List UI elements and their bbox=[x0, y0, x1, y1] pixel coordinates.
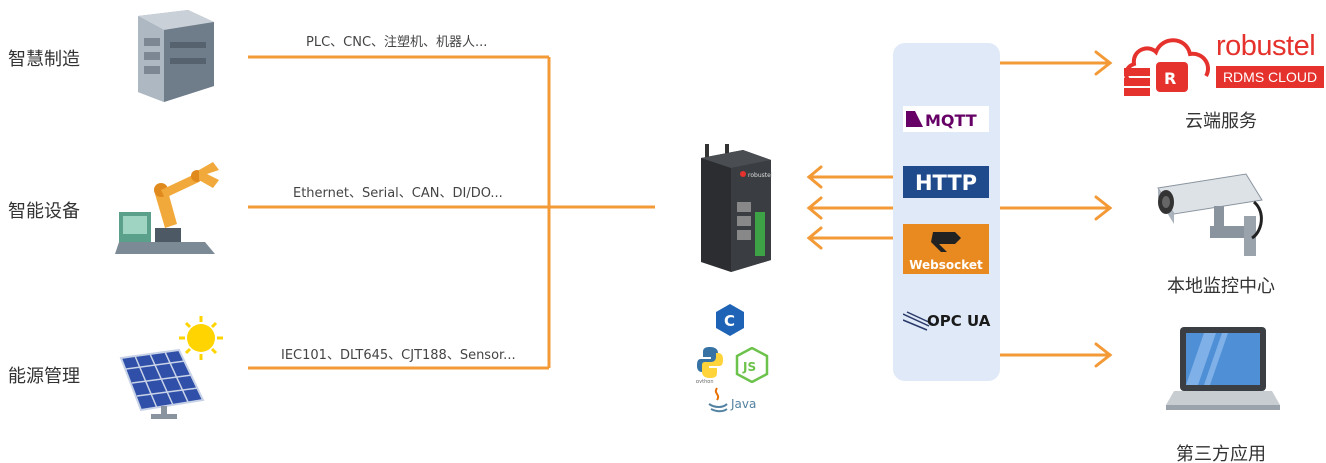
outgoing-arrows bbox=[1000, 50, 1113, 368]
plc-controller-icon bbox=[138, 10, 214, 102]
java-icon: Java bbox=[708, 387, 756, 413]
nodejs-icon: JS bbox=[735, 347, 769, 383]
c-language-text: C bbox=[724, 312, 735, 330]
opcua-logo: OPC UA bbox=[903, 311, 991, 331]
websocket-text: Websocket bbox=[909, 258, 983, 272]
websocket-logo: Websocket bbox=[903, 224, 989, 274]
robot-arm-icon bbox=[115, 162, 219, 254]
laptop-icon bbox=[1166, 327, 1280, 410]
incoming-arrows bbox=[806, 165, 897, 250]
category-label-manufacturing: 智慧制造 bbox=[8, 49, 80, 70]
category-label-devices: 智能设备 bbox=[8, 201, 80, 222]
opcua-text: OPC UA bbox=[927, 312, 991, 330]
python-icon: python bbox=[696, 347, 723, 383]
js-text: JS bbox=[742, 360, 756, 374]
device-brand-text: robustel bbox=[748, 172, 773, 179]
category-label-energy: 能源管理 bbox=[8, 366, 80, 387]
java-text: Java bbox=[730, 397, 756, 411]
protocol-text-devices: Ethernet、Serial、CAN、DI/DO... bbox=[293, 186, 503, 201]
surveillance-camera-icon bbox=[1157, 173, 1263, 256]
cloud-server-icon: R bbox=[1124, 38, 1210, 96]
destination-label-local-monitoring: 本地监控中心 bbox=[1167, 276, 1275, 297]
svg-text:R: R bbox=[1164, 69, 1176, 88]
http-logo: HTTP bbox=[903, 166, 989, 198]
protocol-text-energy: IEC101、DLT645、CJT188、Sensor... bbox=[281, 348, 516, 363]
destination-label-third-party: 第三方应用 bbox=[1176, 444, 1266, 463]
protocol-text-manufacturing: PLC、CNC、注塑机、机器人... bbox=[306, 35, 488, 50]
http-text: HTTP bbox=[915, 171, 977, 195]
protocol-panel bbox=[893, 43, 1000, 381]
destination-label-cloud: 云端服务 bbox=[1185, 111, 1257, 132]
solar-panel-icon bbox=[119, 316, 223, 419]
mqtt-logo: MQTT bbox=[903, 106, 989, 132]
robustel-wordmark: robustel bbox=[1216, 30, 1316, 62]
python-text: python bbox=[696, 379, 714, 383]
c-language-icon: C bbox=[716, 304, 744, 336]
industrial-gateway-icon: robustel bbox=[701, 144, 773, 272]
mqtt-text: MQTT bbox=[925, 111, 977, 130]
rdms-cloud-badge: RDMS CLOUD bbox=[1216, 66, 1324, 88]
